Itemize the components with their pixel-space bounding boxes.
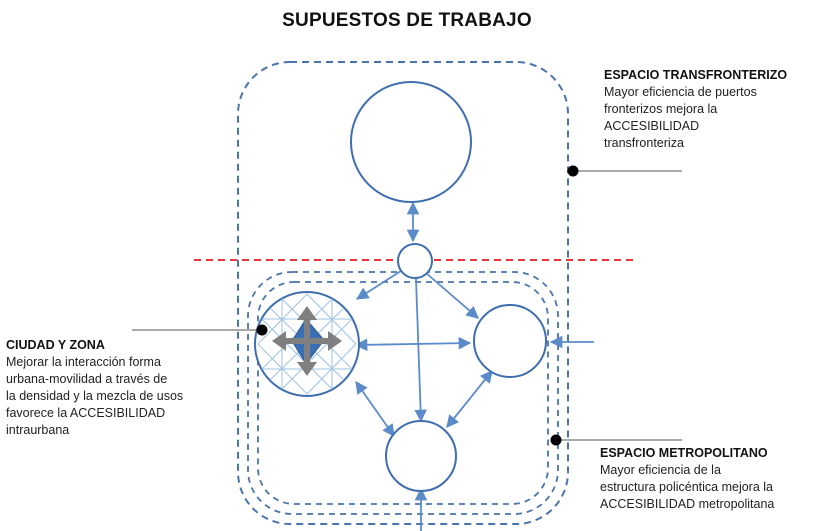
four-way-arrow-icon [272, 306, 342, 376]
note-body: Mejorar la interacción forma urbana-movi… [6, 355, 184, 437]
marker-transborder [567, 165, 579, 177]
page-title: SUPUESTOS DE TRABAJO [282, 10, 532, 31]
note-body: Mayor eficiencia de la estructura policé… [600, 463, 775, 511]
note-ciudad-y-zona: CIUDAD Y ZONA Mejorar la interacción for… [6, 337, 236, 439]
note-heading: ESPACIO TRANSFRONTERIZO [604, 68, 788, 82]
arrow-city-to-east [354, 336, 472, 352]
south-node [385, 420, 457, 492]
arrow-east-to-south [446, 370, 493, 428]
arrow-city-to-south [355, 380, 395, 438]
note-body: Mayor eficiencia de puertos fronterizos … [604, 85, 757, 150]
note-espacio-transfronterizo: ESPACIO TRANSFRONTERIZO Mayor eficiencia… [604, 67, 809, 152]
east-node [473, 304, 547, 378]
metropolitan-boundary-inner [257, 281, 549, 505]
callout-leaders [132, 165, 682, 446]
border-port-node [397, 243, 433, 279]
transborder-boundary [237, 61, 569, 525]
note-heading: ESPACIO METROPOLITANO [600, 446, 768, 460]
marker-metropolitano [550, 434, 562, 446]
connection-arrows [354, 201, 594, 531]
marker-ciudad [256, 324, 268, 336]
arrow-port-to-east [425, 272, 479, 319]
note-heading: CIUDAD Y ZONA [6, 338, 105, 352]
city-node [254, 291, 360, 397]
note-espacio-metropolitano: ESPACIO METROPOLITANO Mayor eficiencia d… [600, 445, 810, 513]
arrow-port-to-south [414, 278, 427, 423]
arrow-port-to-city [355, 270, 402, 300]
transborder-node [350, 81, 472, 203]
